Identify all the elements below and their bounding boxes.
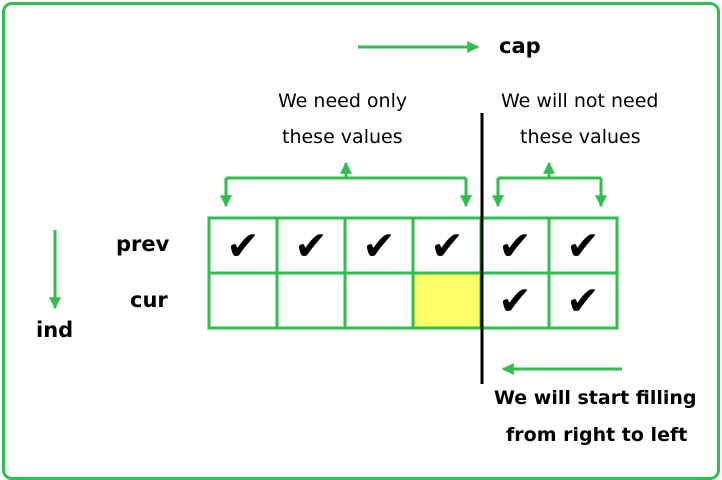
not-need-values-line1: We will not need: [501, 90, 659, 112]
cur-cell-0: [207, 271, 279, 330]
check-icon: ✔: [294, 224, 328, 270]
need-values-bracket: [220, 161, 472, 208]
check-icon: ✔: [566, 224, 600, 270]
check-icon: ✔: [566, 279, 600, 325]
prev-row-label: prev: [116, 232, 170, 256]
highlight-cell: [413, 273, 481, 328]
cur-cell-2: [343, 271, 415, 330]
check-icon: ✔: [430, 224, 464, 270]
not-need-values-bracket: [492, 161, 607, 208]
not-need-values-line2: these values: [520, 126, 641, 148]
need-values-line2: these values: [282, 126, 403, 148]
fill-direction-line1: We will start filling: [494, 387, 697, 409]
check-icon: ✔: [498, 279, 532, 325]
cap-label: cap: [499, 34, 541, 58]
check-icon: ✔: [226, 224, 260, 270]
check-icon: ✔: [498, 224, 532, 270]
check-icon: ✔: [362, 224, 396, 270]
cur-cell-1: [275, 271, 347, 330]
fill-direction-line2: from right to left: [506, 424, 688, 446]
ind-label: ind: [36, 318, 74, 342]
cur-cell-5: [547, 271, 619, 330]
dp-grid: ✔ ✔ ✔ ✔ ✔ ✔ ✔ ✔: [207, 216, 619, 330]
need-values-line1: We need only: [278, 90, 408, 112]
cur-row-label: cur: [130, 288, 168, 312]
